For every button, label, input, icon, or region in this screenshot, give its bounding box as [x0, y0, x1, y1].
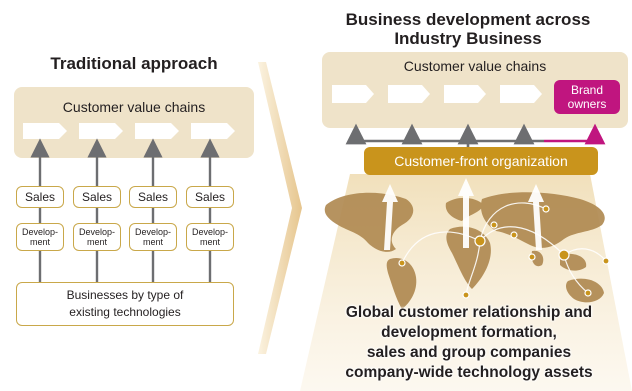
brand-line1: Brand [570, 83, 604, 97]
chain-step [135, 123, 179, 139]
title-line1: Business development across [345, 10, 591, 29]
left-chain-arrows [23, 123, 235, 139]
customer-front-organization: Customer-front organization [364, 147, 598, 175]
bottom-line2: development formation, [381, 324, 557, 341]
chain-step [191, 123, 235, 139]
development-label-line2: ment [142, 237, 163, 247]
world-map [324, 192, 610, 309]
development-box: Develop- ment [129, 223, 177, 251]
upward-arrows [382, 178, 544, 250]
brand-line2: owners [567, 97, 607, 111]
sales-box: Sales [73, 186, 121, 208]
development-label-line1: Develop- [21, 227, 59, 237]
brand-owners-box: Brand owners [554, 80, 620, 114]
sales-box: Sales [129, 186, 177, 208]
title-line2: Industry Business [394, 29, 542, 48]
right-value-chain-panel: Customer value chains Brand owners [322, 52, 628, 128]
bottom-line4: company-wide technology assets [345, 364, 593, 381]
development-box: Develop- ment [186, 223, 234, 251]
traditional-approach-title: Traditional approach [50, 54, 218, 73]
chain-step [23, 123, 67, 139]
base-line1: Businesses by type of [66, 288, 184, 302]
chain-step [500, 85, 542, 103]
chain-step [79, 123, 123, 139]
left-connector-arrows [30, 138, 220, 282]
sales-box: Sales [186, 186, 234, 208]
chain-step [444, 85, 486, 103]
development-box: Develop- ment [16, 223, 64, 251]
development-label-line2: ment [86, 237, 107, 247]
right-connector-arrows [345, 123, 606, 148]
business-development-title: Business development across Industry Bus… [310, 10, 626, 48]
development-label-line1: Develop- [134, 227, 172, 237]
development-label-line2: ment [199, 237, 220, 247]
chain-step [388, 85, 430, 103]
bottom-line3: sales and group companies [366, 344, 572, 361]
businesses-by-technology-box: Businesses by type of existing technolog… [16, 282, 234, 326]
left-panel-title: Customer value chains [62, 99, 206, 115]
development-label-line2: ment [29, 237, 50, 247]
base-line2: existing technologies [69, 305, 181, 319]
transition-chevron [258, 62, 302, 354]
chain-step [332, 85, 374, 103]
right-panel-title: Customer value chains [403, 58, 547, 74]
development-label-line1: Develop- [78, 227, 116, 237]
development-label-line1: Develop- [191, 227, 229, 237]
development-box: Develop- ment [73, 223, 121, 251]
sales-box: Sales [16, 186, 64, 208]
right-chain-arrows [332, 85, 542, 103]
bottom-line1: Global customer relationship and [345, 304, 593, 321]
global-capabilities-text: Global customer relationship and develop… [310, 303, 628, 383]
